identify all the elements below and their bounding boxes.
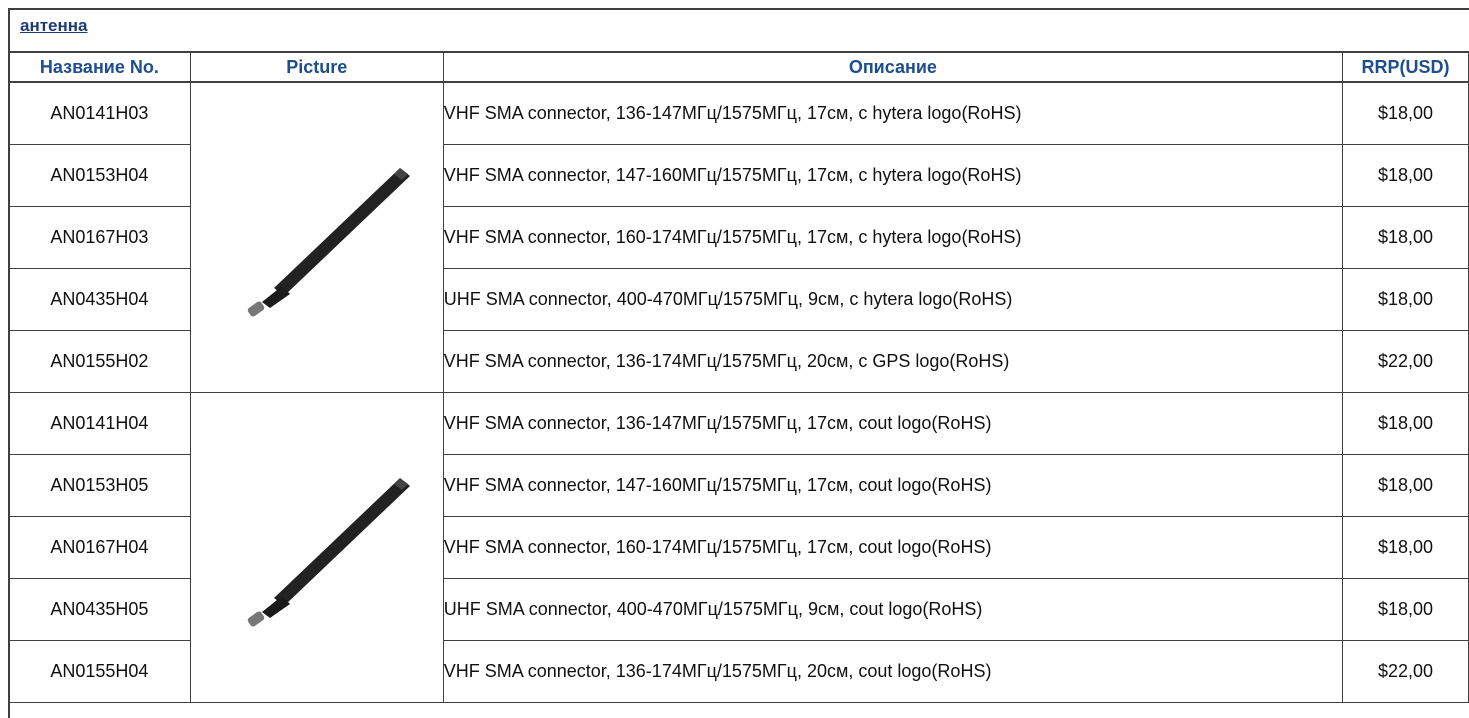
product-price: $18,00: [1342, 392, 1469, 455]
column-header-price: RRP(USD): [1342, 51, 1469, 83]
section-title-link[interactable]: антенна: [20, 16, 88, 35]
product-description: VHF SMA connector, 136-174МГц/1575МГц, 2…: [442, 330, 1344, 393]
product-price: $18,00: [1342, 578, 1469, 641]
product-code: AN0141H04: [8, 392, 191, 455]
product-code: AN0155H04: [8, 640, 191, 703]
product-description: VHF SMA connector, 136-174МГц/1575МГц, 2…: [442, 640, 1344, 703]
table-row: AN0435H05 UHF SMA connector, 400-470МГц/…: [8, 578, 1469, 641]
table-row: AN0435H04 UHF SMA connector, 400-470МГц/…: [8, 268, 1469, 331]
table-row: AN0155H04 VHF SMA connector, 136-174МГц/…: [8, 640, 1469, 703]
antenna-picture-cell: [189, 392, 444, 703]
column-header-name: Название No.: [8, 51, 191, 83]
table-row: AN0153H04 VHF SMA connector, 147-160МГц/…: [8, 144, 1469, 207]
product-description: VHF SMA connector, 147-160МГц/1575МГц, 1…: [442, 454, 1344, 517]
product-description: UHF SMA connector, 400-470МГц/1575МГц, 9…: [442, 578, 1344, 641]
table-header-row: Название No. Picture Описание RRP(USD): [8, 51, 1469, 83]
table-row: AN0153H05 VHF SMA connector, 147-160МГц/…: [8, 454, 1469, 517]
table-row: AN0155H02 VHF SMA connector, 136-174МГц/…: [8, 330, 1469, 393]
product-price: $18,00: [1342, 81, 1469, 145]
product-description: VHF SMA connector, 147-160МГц/1575МГц, 1…: [442, 144, 1344, 207]
product-code: AN0167H04: [8, 516, 191, 579]
product-code: AN0153H05: [8, 454, 191, 517]
antenna-picture-cell: [189, 81, 444, 393]
table-row: AN0167H04 VHF SMA connector, 160-174МГц/…: [8, 516, 1469, 579]
product-code: AN0141H03: [8, 81, 191, 145]
product-description: VHF SMA connector, 160-174МГц/1575МГц, 1…: [442, 206, 1344, 269]
product-code: AN0435H05: [8, 578, 191, 641]
product-price: $18,00: [1342, 516, 1469, 579]
product-price: $18,00: [1342, 454, 1469, 517]
antenna-image-icon: [247, 477, 410, 627]
table-row: AN0141H03 VHF SMA connector, 136-147МГц/…: [8, 81, 1469, 393]
table-row: AN0141H04 VHF SMA connector, 136-147МГц/…: [8, 392, 1469, 703]
product-price: $18,00: [1342, 144, 1469, 207]
product-description: VHF SMA connector, 136-147МГц/1575МГц, 1…: [442, 392, 1344, 455]
product-description: VHF SMA connector, 136-147МГц/1575МГц, 1…: [442, 81, 1344, 145]
product-price: $18,00: [1342, 206, 1469, 269]
product-description: UHF SMA connector, 400-470МГц/1575МГц, 9…: [442, 268, 1344, 331]
product-price: $18,00: [1342, 268, 1469, 331]
product-code: AN0435H04: [8, 268, 191, 331]
product-code: AN0167H03: [8, 206, 191, 269]
product-price: $22,00: [1342, 640, 1469, 703]
product-description: VHF SMA connector, 160-174МГц/1575МГц, 1…: [442, 516, 1344, 579]
column-header-description: Описание: [442, 51, 1344, 83]
product-code: AN0155H02: [8, 330, 191, 393]
product-price: $22,00: [1342, 330, 1469, 393]
table-row: AN0167H03 VHF SMA connector, 160-174МГц/…: [8, 206, 1469, 269]
column-header-picture: Picture: [189, 51, 444, 83]
price-table: Название No. Picture Описание RRP(USD) A…: [8, 51, 1469, 703]
product-code: AN0153H04: [8, 144, 191, 207]
antenna-image-icon: [247, 167, 410, 317]
